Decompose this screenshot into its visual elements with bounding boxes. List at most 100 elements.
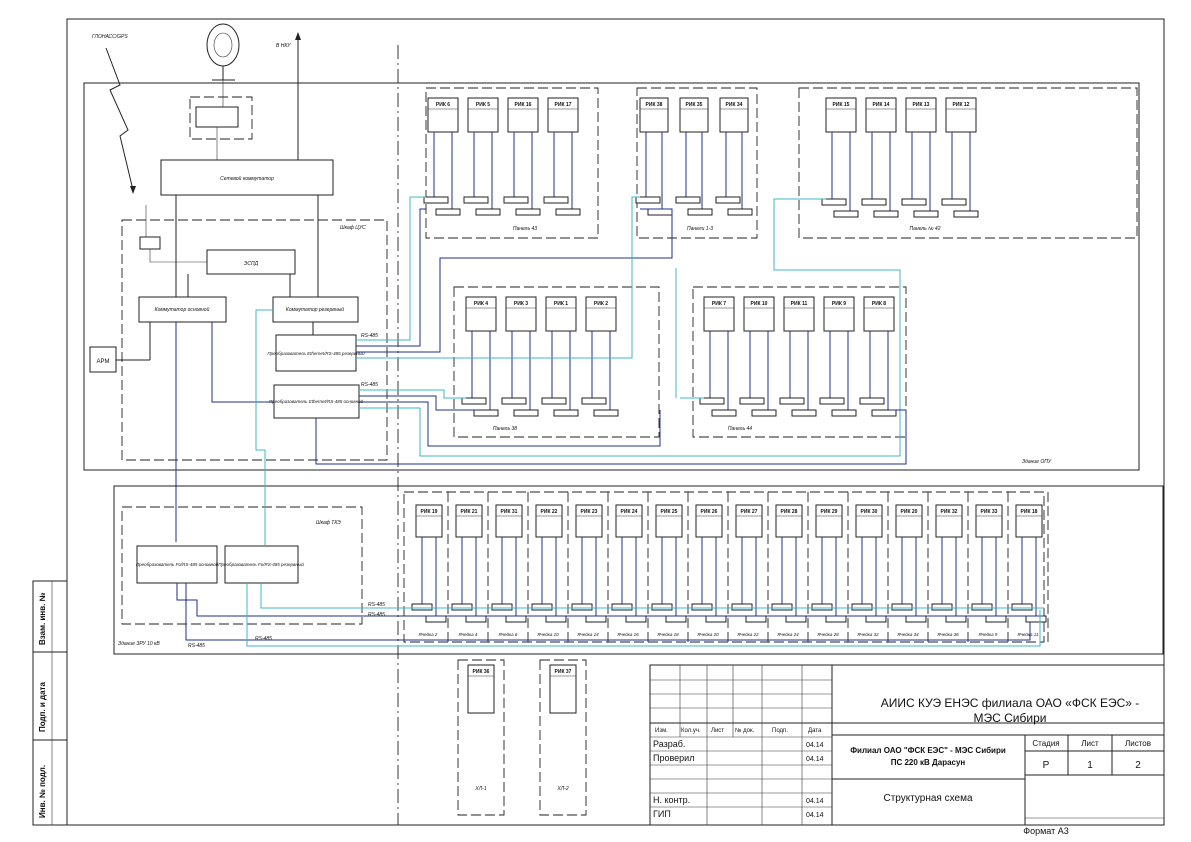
meter-рик-7: РИК 7	[703, 296, 735, 332]
terminal-block	[531, 603, 553, 611]
meter-рик-32-label: РИК 32	[941, 509, 958, 515]
bus-wire-6	[359, 395, 478, 411]
terminal-block	[971, 603, 993, 611]
terminal-block	[865, 615, 887, 623]
terminal-block	[411, 603, 433, 611]
stamp-doc-title: Структурная схема	[883, 793, 972, 804]
meter-рик-3: РИК 3	[505, 296, 537, 332]
stamp-role-gip: ГИП	[653, 809, 671, 819]
bus-wire-3	[356, 208, 673, 353]
meter-рик-11-box	[783, 296, 815, 332]
stamp-title-line1: АИИС КУЭ ЕНЭС филиала ОАО «ФСК ЕЭС» -	[881, 696, 1140, 710]
meter-рик-36-box	[467, 664, 495, 714]
meter-рик-18: РИК 18	[1015, 504, 1043, 538]
arm-box	[89, 346, 117, 373]
zru-bus-main	[176, 583, 1044, 617]
main-switch-box	[138, 296, 227, 323]
meter-рик-2-label: РИК 2	[594, 301, 608, 307]
zru-cell-label: Ячейка 14	[576, 631, 599, 637]
meter-рик-29: РИК 29	[815, 504, 843, 538]
meter-рик-10-box	[743, 296, 775, 332]
zru-rs485-d: RS-485	[188, 643, 205, 649]
meter-рик-10-label: РИК 10	[751, 301, 768, 307]
opu-building-frame	[83, 82, 1140, 471]
meter-рик-16: РИК 16	[507, 97, 539, 133]
zru-cell-label: Ячейка 11	[1017, 631, 1039, 637]
zru-bus-return	[185, 583, 1031, 641]
terminal-block	[913, 210, 939, 218]
side-inv-sub: Взам. инв. №	[38, 592, 47, 645]
terminal-block	[905, 615, 927, 623]
terminal-block	[727, 208, 753, 216]
meter-рик-4: РИК 4	[465, 296, 497, 332]
meter-рик-32: РИК 32	[935, 504, 963, 538]
stamp-stage-label: Стадия	[1032, 739, 1059, 748]
standalone-frame	[457, 659, 505, 816]
terminal-block	[473, 409, 499, 417]
zru-cell-label: Ячейка 22	[736, 631, 759, 637]
meter-рик-24-label: РИК 24	[621, 509, 638, 515]
stamp-org-line2: ПС 220 кВ Дарасун	[891, 758, 966, 767]
meter-рик-12-label: РИК 12	[953, 102, 970, 108]
stamp-col-data: Дата	[808, 728, 822, 734]
meter-рик-32-box	[935, 504, 963, 538]
bus-wire-4	[356, 196, 640, 359]
meter-рик-23-label: РИК 23	[581, 509, 598, 515]
tke-cabinet-frame	[121, 506, 363, 625]
meter-рик-7-label: РИК 7	[712, 301, 726, 307]
terminal-block	[515, 208, 541, 216]
meter-рик-20-box	[895, 504, 923, 538]
meter-рик-19: РИК 19	[415, 504, 443, 538]
terminal-block	[625, 615, 647, 623]
satellite-modem-box	[195, 106, 239, 128]
panel-5-label: Панель 44	[728, 426, 752, 432]
panel-2-frame	[636, 87, 758, 239]
zru-rs485-b: RS-485	[368, 612, 385, 618]
eth-converter-reserve-box	[275, 334, 357, 372]
standalone-label: ХЛ-2	[556, 786, 568, 792]
side-inv-orig: Инв. № подл.	[38, 765, 47, 818]
terminal-block	[891, 603, 913, 611]
meter-рик-33: РИК 33	[975, 504, 1003, 538]
stamp-org-line1: Филиал ОАО "ФСК ЕЭС" - МЭС Сибири	[850, 746, 1006, 755]
terminal-block	[941, 198, 967, 206]
panel-3-label: Панель № 42	[910, 226, 941, 232]
terminal-block	[611, 603, 633, 611]
standalone-label: ХЛ-1	[474, 786, 486, 792]
meter-рик-29-label: РИК 29	[821, 509, 838, 515]
meter-рик-31: РИК 31	[495, 504, 523, 538]
meter-рик-33-label: РИК 33	[981, 509, 998, 515]
terminal-block	[821, 198, 847, 206]
meter-рик-24: РИК 24	[615, 504, 643, 538]
meter-рик-28-box	[775, 504, 803, 538]
meter-рик-28: РИК 28	[775, 504, 803, 538]
terminal-block	[699, 397, 725, 405]
zru-cell-label: Ячейка 10	[536, 631, 559, 637]
sheet-border	[66, 18, 1165, 826]
meter-рик-23-box	[575, 504, 603, 538]
terminal-block	[513, 409, 539, 417]
meter-рик-27-box	[735, 504, 763, 538]
terminal-block	[859, 397, 885, 405]
meter-рик-1: РИК 1	[545, 296, 577, 332]
meter-рик-38-label: РИК 38	[646, 102, 663, 108]
eth-converter-main-label: Преобразователь Ethernet/RS-485 основной	[269, 398, 364, 404]
terminal-block	[953, 210, 979, 218]
zru-cells-frame	[403, 491, 1045, 643]
meter-рик-22-box	[535, 504, 563, 538]
terminal-block	[463, 196, 489, 204]
bus-wire-1	[356, 196, 426, 341]
meter-рик-11-label: РИК 11	[791, 301, 808, 307]
modem-small-box	[139, 236, 161, 250]
terminal-block	[571, 603, 593, 611]
